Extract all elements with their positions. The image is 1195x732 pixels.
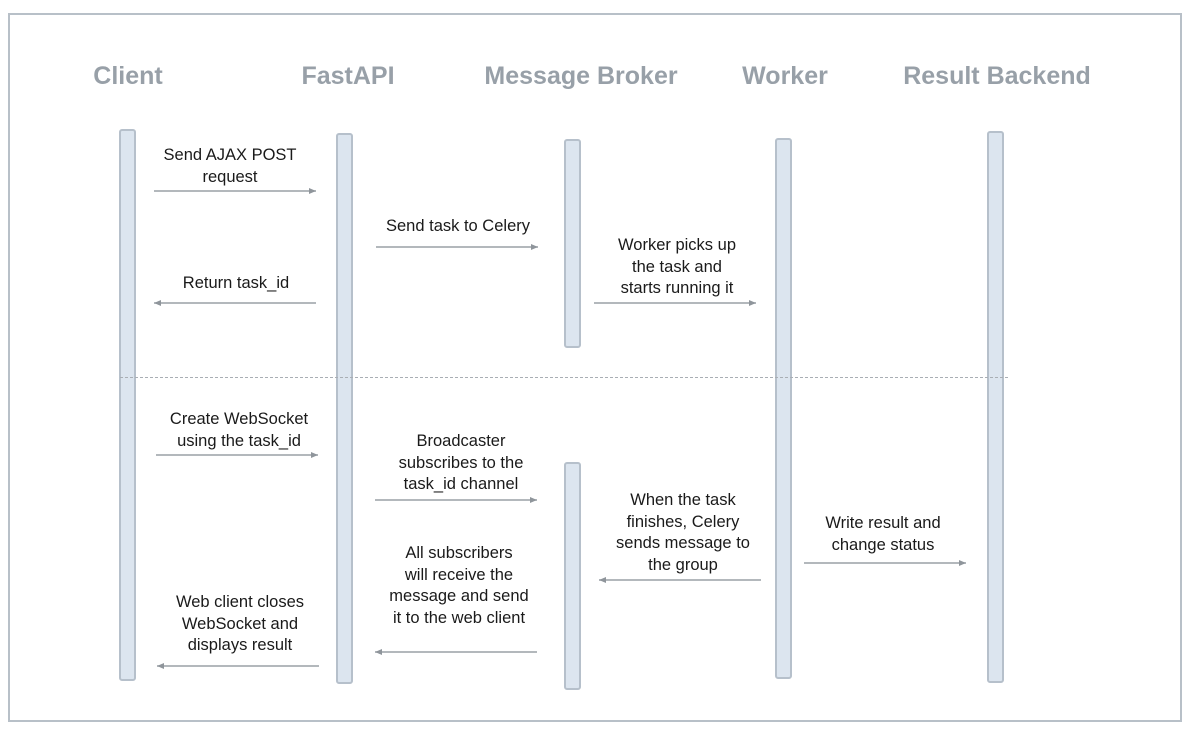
participant-fastapi: FastAPI [301, 62, 395, 90]
activation-message-broker-1 [564, 139, 581, 348]
participant-worker: Worker [742, 62, 828, 90]
phase-divider [120, 377, 1008, 378]
participant-message-broker: Message Broker [484, 62, 678, 90]
lifeline-worker [775, 138, 792, 679]
participant-result-backend: Result Backend [903, 62, 1091, 90]
lifeline-client [119, 129, 136, 681]
lifeline-result-backend [987, 131, 1004, 683]
message-label-return-task-id: Return task_id [182, 274, 290, 292]
participant-client: Client [93, 62, 163, 90]
lifeline-fastapi [336, 133, 353, 684]
message-label-send-task: Send task to Celery [386, 217, 530, 235]
activation-message-broker-2 [564, 462, 581, 690]
diagram-frame [8, 13, 1182, 722]
